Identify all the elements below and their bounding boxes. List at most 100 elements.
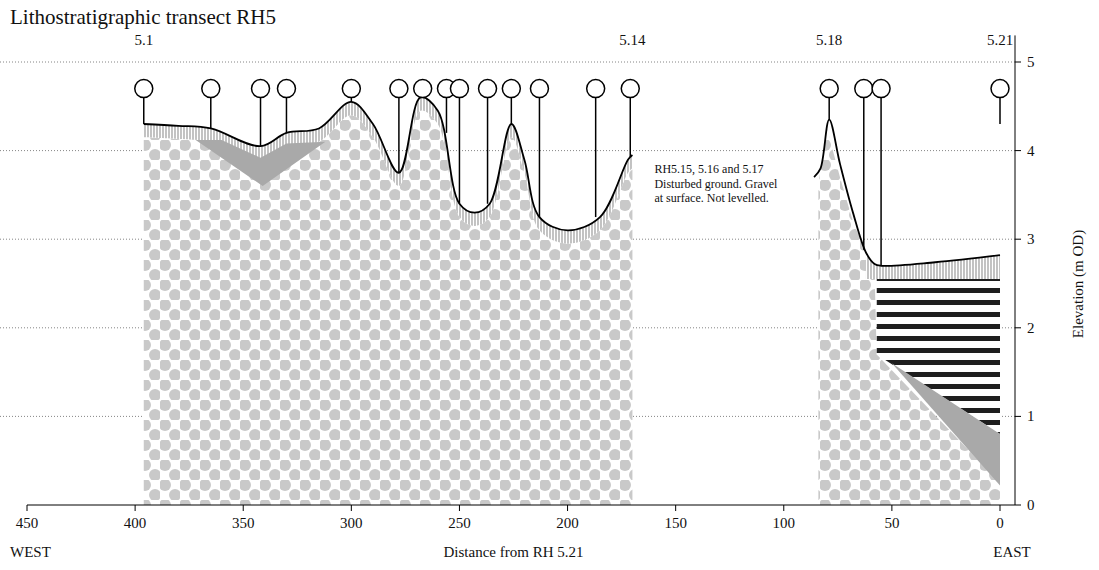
y-tick-label: 1 bbox=[1027, 408, 1035, 425]
borehole-line bbox=[828, 98, 830, 120]
borehole bbox=[872, 80, 890, 266]
borehole-line bbox=[398, 98, 400, 173]
borehole-line bbox=[143, 98, 145, 124]
x-tick bbox=[27, 505, 28, 511]
borehole-circle bbox=[855, 80, 873, 98]
x-tick bbox=[351, 505, 352, 511]
borehole-circle bbox=[479, 80, 497, 98]
borehole-id: 5.1 bbox=[134, 32, 153, 49]
x-tick-label: 50 bbox=[884, 515, 899, 532]
borehole-line bbox=[260, 98, 262, 147]
borehole-line bbox=[210, 98, 212, 129]
figure-title: Lithostratigraphic transect RH5 bbox=[10, 6, 276, 29]
grid-line bbox=[0, 62, 1015, 63]
y-tick bbox=[1015, 150, 1021, 151]
x-tick-label: 200 bbox=[556, 515, 579, 532]
borehole bbox=[820, 80, 838, 120]
x-tick-label: 100 bbox=[773, 515, 796, 532]
x-tick bbox=[459, 505, 460, 511]
borehole-markers bbox=[135, 80, 1009, 266]
ground-surface bbox=[144, 97, 633, 230]
borehole-line bbox=[880, 98, 882, 266]
borehole-line bbox=[286, 98, 288, 133]
x-tick-label: 350 bbox=[232, 515, 255, 532]
y-tick-label: 5 bbox=[1027, 54, 1035, 71]
x-tick-label: 150 bbox=[664, 515, 687, 532]
borehole-circle bbox=[872, 80, 890, 98]
x-tick bbox=[675, 505, 676, 511]
borehole-circle bbox=[202, 80, 220, 98]
borehole-line bbox=[446, 98, 448, 133]
y-tick bbox=[1015, 416, 1021, 417]
borehole bbox=[277, 80, 295, 133]
ground-surface bbox=[814, 120, 1000, 266]
borehole-id: 5.14 bbox=[619, 32, 645, 49]
borehole-line bbox=[511, 98, 513, 124]
borehole-id: 5.21 bbox=[987, 32, 1013, 49]
sediment-units bbox=[144, 97, 1000, 505]
axis-title: Elevation (m OD) bbox=[1070, 229, 1087, 337]
borehole-line bbox=[539, 98, 541, 217]
topsoil-unit bbox=[144, 97, 633, 243]
axes bbox=[27, 35, 1021, 511]
borehole-circle bbox=[820, 80, 838, 98]
x-tick-label: 450 bbox=[16, 515, 39, 532]
borehole-line bbox=[459, 98, 461, 204]
borehole-line bbox=[863, 98, 865, 250]
x-tick-label: 300 bbox=[340, 515, 363, 532]
borehole-circle bbox=[135, 80, 153, 98]
sand-unit bbox=[892, 363, 1000, 485]
y-tick-label: 3 bbox=[1027, 231, 1035, 248]
borehole bbox=[855, 80, 873, 250]
borehole bbox=[530, 80, 548, 217]
borehole-circle bbox=[621, 80, 639, 98]
borehole-circle bbox=[530, 80, 548, 98]
x-tick-label: 400 bbox=[124, 515, 147, 532]
borehole-circle bbox=[587, 80, 605, 98]
direction-label: EAST bbox=[993, 544, 1031, 561]
direction-label: WEST bbox=[10, 544, 51, 561]
borehole-circle bbox=[342, 80, 360, 98]
x-tick bbox=[783, 505, 784, 511]
borehole-circle bbox=[991, 80, 1009, 98]
borehole-circle bbox=[252, 80, 270, 98]
y-tick-label: 4 bbox=[1027, 142, 1035, 159]
y-tick-label: 0 bbox=[1027, 497, 1035, 514]
borehole-circle bbox=[414, 80, 432, 98]
borehole-line bbox=[595, 98, 597, 217]
borehole bbox=[479, 80, 497, 204]
borehole bbox=[342, 80, 360, 102]
y-tick-label: 2 bbox=[1027, 320, 1035, 337]
borehole-line bbox=[630, 98, 632, 157]
borehole-circle bbox=[450, 80, 468, 98]
borehole bbox=[202, 80, 220, 129]
x-tick-label: 250 bbox=[448, 515, 471, 532]
borehole-line bbox=[487, 98, 489, 204]
x-tick bbox=[891, 505, 892, 511]
borehole-id: 5.18 bbox=[816, 32, 842, 49]
x-tick bbox=[135, 505, 136, 511]
borehole bbox=[450, 80, 468, 204]
borehole bbox=[252, 80, 270, 147]
y-tick bbox=[1015, 239, 1021, 240]
note: RH5.15, 5.16 and 5.17 Disturbed ground. … bbox=[654, 163, 786, 206]
borehole-circle bbox=[277, 80, 295, 98]
y-axis bbox=[1015, 35, 1016, 505]
borehole bbox=[390, 80, 408, 173]
x-tick-label: 0 bbox=[996, 515, 1004, 532]
x-tick bbox=[567, 505, 568, 511]
axis-title: Distance from RH 5.21 bbox=[444, 544, 584, 561]
borehole bbox=[991, 80, 1009, 124]
x-tick bbox=[1000, 505, 1001, 511]
borehole bbox=[621, 80, 639, 157]
borehole bbox=[502, 80, 520, 124]
borehole-circle bbox=[390, 80, 408, 98]
borehole-line bbox=[999, 98, 1001, 124]
y-tick bbox=[1015, 62, 1021, 63]
borehole bbox=[135, 80, 153, 124]
x-tick bbox=[243, 505, 244, 511]
borehole bbox=[587, 80, 605, 217]
borehole-circle bbox=[502, 80, 520, 98]
